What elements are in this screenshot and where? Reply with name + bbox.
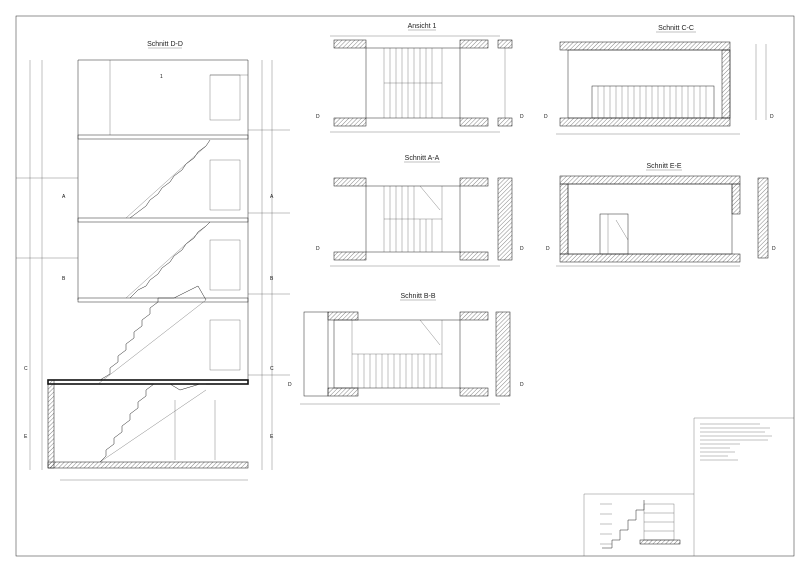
section-c-c: Schnitt C-C D D: [544, 25, 774, 135]
section-b-b: Schnitt B-B D D: [288, 293, 524, 405]
marker-a-left: A: [62, 194, 66, 200]
section-a-treads: [389, 186, 433, 252]
marker-e-left: E: [24, 434, 28, 440]
svg-text:Schnitt A-A: Schnitt A-A: [405, 155, 440, 162]
svg-text:D: D: [770, 114, 774, 120]
title-block: [583, 493, 694, 556]
svg-text:Schnitt C-C: Schnitt C-C: [658, 25, 694, 32]
section-e-e: Schnitt E-E D D: [546, 163, 776, 267]
svg-text:D: D: [316, 114, 320, 120]
section-c-treads: [597, 86, 707, 118]
svg-text:D: D: [772, 246, 776, 252]
marker-c-right: C: [270, 366, 274, 372]
svg-text:1: 1: [160, 74, 163, 80]
svg-text:D: D: [520, 382, 524, 388]
marker-c-left: C: [24, 366, 28, 372]
notes-block: [693, 417, 794, 556]
svg-text:D: D: [544, 114, 548, 120]
svg-text:Schnitt B-B: Schnitt B-B: [400, 293, 435, 300]
view-1-treads: [389, 48, 433, 118]
svg-text:D: D: [520, 246, 524, 252]
svg-text:D: D: [316, 246, 320, 252]
view-1: Ansicht 1 D D: [316, 23, 524, 133]
section-a-a: Schnitt A-A D D: [316, 155, 524, 267]
section-d-d: Schnitt D-D 1: [16, 41, 290, 481]
section-d-title: Schnitt D-D: [147, 41, 183, 48]
marker-a-right: A: [270, 194, 274, 200]
marker-e-right: E: [270, 434, 274, 440]
marker-b-right: B: [270, 276, 274, 282]
section-b-treads: [357, 354, 437, 388]
sheet-frame: [15, 15, 795, 557]
svg-text:D: D: [546, 246, 550, 252]
svg-text:Ansicht 1: Ansicht 1: [408, 23, 437, 30]
svg-text:Schnitt E-E: Schnitt E-E: [646, 163, 681, 170]
marker-b-left: B: [62, 276, 66, 282]
svg-text:D: D: [520, 114, 524, 120]
svg-text:D: D: [288, 382, 292, 388]
